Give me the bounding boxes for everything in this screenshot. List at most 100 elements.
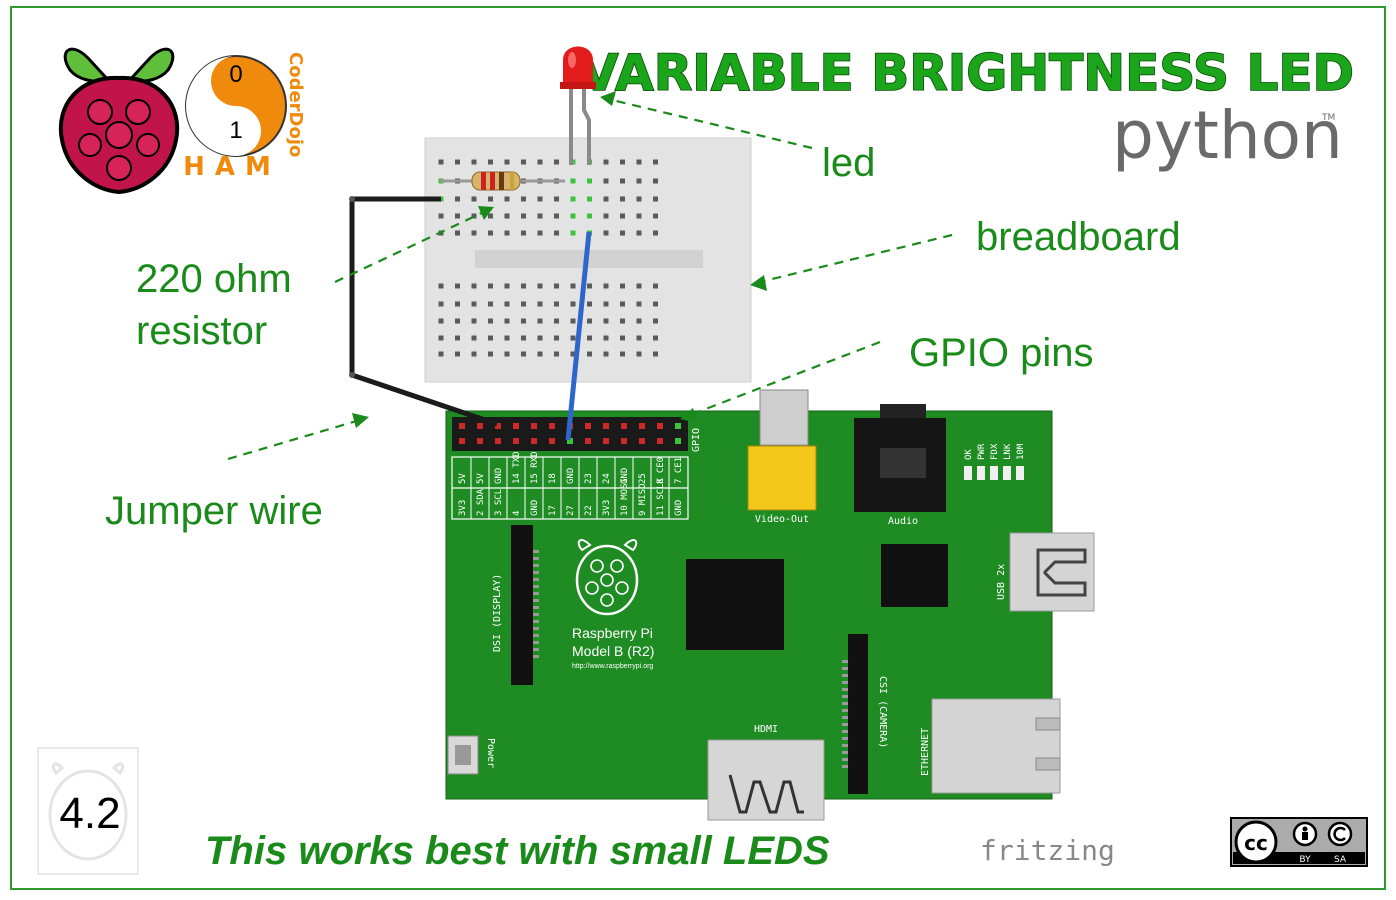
- breadboard-hole: [521, 351, 526, 357]
- breadboard-hole: [587, 351, 592, 357]
- connector-pin: [842, 695, 848, 698]
- gpio-pin: [657, 423, 663, 429]
- breadboard-hole: [570, 351, 576, 357]
- label-jumper-wire: Jumper wire: [105, 489, 323, 533]
- audio-label: Audio: [888, 516, 918, 527]
- breadboard-hole: [554, 301, 559, 307]
- breadboard-hole: [636, 318, 642, 324]
- gpio-pin: [639, 423, 645, 429]
- gpio-pin-label-bottom: 3 SCL: [494, 489, 504, 516]
- blue-jumper-wire: [565, 231, 592, 441]
- ethernet-label: ETHERNET: [920, 728, 931, 776]
- breadboard-hole: [653, 335, 658, 341]
- gpio-pin-label-top: 25: [638, 473, 648, 484]
- dsi-label: DSI (DISPLAY): [492, 574, 503, 652]
- breadboard-hole: [620, 213, 625, 219]
- breadboard-hole: [537, 351, 543, 357]
- connector-pin: [533, 627, 539, 630]
- status-led: [964, 466, 972, 480]
- footer-note: This works best with small LEDS: [205, 829, 830, 873]
- gpio-pin-label-top: GND: [620, 468, 630, 484]
- breadboard-hole: [438, 318, 444, 324]
- status-led-label: PWR: [977, 443, 987, 460]
- breadboard-hole: [521, 213, 526, 219]
- connector-pin: [533, 571, 539, 574]
- gpio-pin: [675, 423, 681, 429]
- gpio-pin-label-bottom: 4: [512, 511, 522, 516]
- breadboard-hole: [603, 351, 609, 357]
- breadboard-hole: [587, 318, 592, 324]
- breadboard-hole: [636, 178, 642, 184]
- gpio-pin: [621, 423, 627, 429]
- breadboard-hole: [488, 159, 493, 165]
- breadboard-hole: [537, 318, 543, 324]
- lan-chip: [881, 544, 948, 607]
- board-url: http://www.raspberrypi.org: [572, 663, 653, 670]
- logo-digit-one: 1: [229, 117, 242, 144]
- breadboard-hole: [587, 196, 592, 202]
- usb-port: [1009, 532, 1095, 612]
- breadboard-hole: [488, 283, 493, 289]
- logo-ham-text: HAM: [183, 152, 281, 182]
- gpio-pin-label-bottom: 27: [566, 505, 576, 516]
- breadboard-hole: [570, 318, 576, 324]
- breadboard-hole: [438, 213, 444, 219]
- breadboard-hole: [570, 213, 576, 219]
- breadboard-hole: [504, 301, 510, 307]
- gpio-pin: [657, 438, 663, 444]
- connector-pin: [842, 688, 848, 691]
- breadboard-hole: [455, 196, 460, 202]
- breadboard-hole: [554, 335, 559, 341]
- breadboard-hole: [653, 159, 658, 165]
- breadboard-hole: [653, 351, 658, 357]
- breadboard-hole: [471, 213, 477, 219]
- connector-pin: [842, 723, 848, 726]
- connector-pin: [842, 702, 848, 705]
- connector-pin: [533, 599, 539, 602]
- breadboard-hole: [587, 213, 592, 219]
- board-name-line2: Model B (R2): [572, 643, 654, 659]
- breadboard-hole: [620, 351, 625, 357]
- gpio-pin-label-top: 18: [548, 473, 558, 484]
- breadboard-hole: [537, 335, 543, 341]
- annotation-arrows: [227, 91, 953, 461]
- gpio-pin-array: [459, 423, 681, 444]
- breadboard-hole: [620, 159, 625, 165]
- breadboard-hole: [603, 335, 609, 341]
- breadboard-hole: [521, 230, 526, 236]
- breadboard-hole: [438, 159, 444, 165]
- breadboard-hole: [603, 196, 609, 202]
- breadboard-hole: [653, 318, 658, 324]
- status-led: [1003, 466, 1011, 480]
- breadboard-hole: [603, 178, 609, 184]
- connector-pin: [533, 606, 539, 609]
- breadboard-hole: [438, 351, 444, 357]
- breadboard-hole: [537, 196, 543, 202]
- breadboard-hole: [603, 301, 609, 307]
- breadboard-hole: [587, 335, 592, 341]
- breadboard-hole: [554, 318, 559, 324]
- breadboard-hole: [554, 213, 559, 219]
- breadboard-hole: [653, 283, 658, 289]
- csi-label: CSI (CAMERA): [877, 676, 888, 748]
- breadboard-hole: [570, 230, 576, 236]
- black-jumper-wire: [349, 196, 498, 427]
- breadboard-hole: [636, 230, 642, 236]
- breadboard-hole: [620, 196, 625, 202]
- breadboard-hole: [653, 301, 658, 307]
- breadboard-hole: [653, 213, 658, 219]
- breadboard-hole: [537, 283, 543, 289]
- breadboard-hole: [570, 301, 576, 307]
- breadboard-hole: [554, 283, 559, 289]
- breadboard-hole: [455, 230, 460, 236]
- board-raspberry-logo: [575, 539, 639, 616]
- status-led-label: LNK: [1003, 443, 1013, 460]
- breadboard-hole: [521, 196, 526, 202]
- gpio-pin: [567, 438, 573, 444]
- breadboard-hole: [620, 318, 625, 324]
- soc-chip: [686, 559, 784, 650]
- connector-pin: [533, 641, 539, 644]
- breadboard-hole: [603, 318, 609, 324]
- breadboard-hole: [620, 230, 625, 236]
